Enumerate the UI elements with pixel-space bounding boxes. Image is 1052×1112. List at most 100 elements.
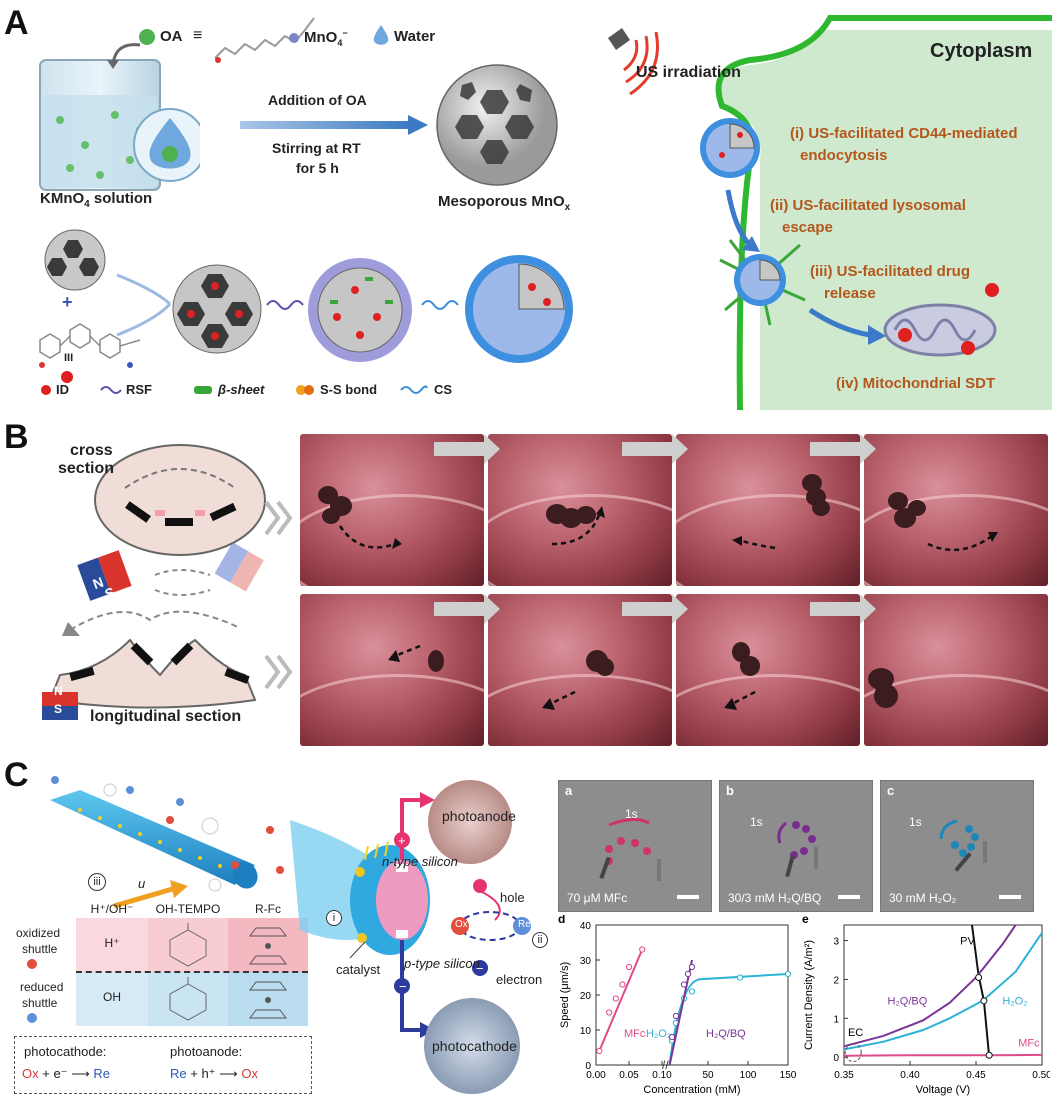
meso-label: Mesoporous MnOx bbox=[438, 193, 571, 213]
step-ii-label: (ii) US-facilitated lysosomal bbox=[770, 197, 966, 214]
y-axis-label: Current Density (A/m²) bbox=[803, 940, 815, 1050]
series-label-mfc: MFc bbox=[624, 1028, 646, 1040]
micrograph-a: a 1s 70 μM MFc bbox=[558, 780, 712, 912]
fc-red-structure bbox=[249, 981, 287, 1019]
re-dot-icon bbox=[27, 1013, 37, 1023]
x-axis-label: Voltage (V) bbox=[916, 1084, 970, 1096]
y-tick-label: 1 bbox=[833, 1014, 839, 1025]
longitudinal-label: longitudinal section bbox=[90, 708, 242, 725]
y-axis-label: Speed (μm/s) bbox=[559, 962, 571, 1028]
tempo-ox-structure bbox=[169, 923, 207, 967]
row-shuttle-1: shuttle bbox=[22, 942, 58, 956]
x-tick-label: 0.10 bbox=[652, 1070, 672, 1081]
operating-point bbox=[975, 974, 983, 981]
series-label-pv: PV bbox=[960, 935, 975, 947]
legend-equiv: ≡ bbox=[193, 27, 203, 44]
data-point-h2o2 bbox=[736, 974, 744, 981]
anode-label: photoanode: bbox=[170, 1044, 243, 1059]
label-i: i bbox=[326, 910, 342, 926]
x-tick-label: 0.40 bbox=[900, 1070, 920, 1081]
annotation-ec: EC bbox=[848, 1027, 863, 1039]
photocathode-label: photocathode bbox=[432, 1038, 517, 1054]
mno4-icon bbox=[289, 33, 299, 43]
step-time: for 5 h bbox=[296, 160, 339, 176]
series-line-pv bbox=[971, 924, 991, 1058]
legend-cs: CS bbox=[434, 382, 453, 397]
y-tick-label: 40 bbox=[580, 921, 592, 932]
data-point-h2qbq bbox=[680, 981, 688, 988]
legend-id-icon bbox=[41, 385, 51, 395]
step-iv-label: (iv) Mitochondrial SDT bbox=[836, 375, 996, 392]
series-line-h2qbq bbox=[668, 959, 693, 1066]
x-tick-label: 50 bbox=[702, 1070, 714, 1081]
photoanode-label: photoanode bbox=[442, 808, 516, 824]
step-addition: Addition of OA bbox=[268, 92, 367, 108]
re-label: Re bbox=[518, 919, 531, 930]
operating-point bbox=[985, 1051, 993, 1059]
u-direction-arrow bbox=[113, 880, 188, 909]
step-iii-label: (iii) US-facilitated drug bbox=[810, 263, 971, 280]
data-point-mfc bbox=[639, 946, 646, 953]
series-line-hqbq bbox=[843, 924, 1017, 1048]
x-tick-label: 0.35 bbox=[834, 1070, 854, 1081]
series-line-mfc bbox=[598, 949, 644, 1052]
y-tick-label: 0 bbox=[833, 1053, 839, 1064]
legend-ss-icon bbox=[296, 385, 314, 395]
chart-letter-d: d bbox=[558, 915, 565, 926]
photo-overlay-arrows bbox=[338, 434, 998, 552]
mno-small-sphere bbox=[44, 229, 106, 291]
chart-letter-e: e bbox=[802, 915, 809, 926]
magnet-n-2: N bbox=[54, 684, 63, 698]
cathode-label: photocathode: bbox=[24, 1044, 107, 1059]
label-iii: iii bbox=[88, 873, 106, 891]
beaker-illustration bbox=[39, 59, 200, 191]
table-cell-oxidized-h bbox=[76, 918, 148, 972]
fc-ox-structure bbox=[249, 927, 287, 965]
data-point-mfc bbox=[612, 995, 619, 1002]
row-oxidized: oxidized bbox=[16, 926, 61, 940]
data-point-mfc bbox=[596, 1047, 603, 1055]
row-reduced: reduced bbox=[20, 980, 64, 994]
roman-iii-label: III bbox=[64, 352, 74, 364]
y-tick-label: 3 bbox=[833, 937, 839, 948]
endoscopy-photo bbox=[300, 594, 484, 746]
chevron-right-icon bbox=[264, 654, 293, 690]
legend-mno4: MnO4− bbox=[304, 28, 348, 48]
step-i2-label: endocytosis bbox=[800, 147, 888, 164]
series-label-ho: H₂O₂ bbox=[1002, 996, 1027, 1008]
operating-point bbox=[980, 997, 988, 1005]
cell-diagram bbox=[608, 15, 1052, 410]
table-header-tempo: OH-TEMPO bbox=[155, 902, 221, 916]
synthesis-arrow-icon bbox=[240, 115, 428, 135]
series-label-h2o2: H₂O₂ bbox=[646, 1028, 671, 1040]
series-label-mfc: MFc bbox=[1018, 1037, 1040, 1049]
series-line-ho bbox=[843, 932, 1043, 1051]
step-iii2-label: release bbox=[824, 285, 876, 302]
electron-label: electron bbox=[496, 972, 543, 987]
table-cell-reduced-oh bbox=[76, 972, 148, 1026]
oa-molecule-icon bbox=[139, 29, 155, 45]
data-point-h2qbq bbox=[688, 963, 696, 971]
panel-b-letter: B bbox=[4, 418, 29, 456]
rsf-wave-icon bbox=[266, 300, 304, 310]
u-label: u bbox=[138, 876, 146, 891]
x-tick-label: 0.00 bbox=[586, 1070, 606, 1081]
data-point-h2qbq bbox=[684, 970, 692, 978]
legend-rsf-icon bbox=[100, 386, 122, 394]
series-line-h2o2 bbox=[668, 973, 789, 1066]
step-ii2-label: escape bbox=[782, 219, 833, 236]
reactions-box bbox=[14, 1036, 312, 1094]
micrograph-b: b 1s 30/3 mM H₂Q/BQ bbox=[719, 780, 873, 912]
curved-arrow-icon bbox=[107, 43, 141, 69]
series-label-h2qbq: H₂Q/BQ bbox=[706, 1028, 746, 1040]
x-tick-label: 0.45 bbox=[966, 1070, 986, 1081]
legend-beta: β-sheet bbox=[218, 382, 265, 397]
nanorod-illustration bbox=[50, 776, 284, 892]
micromotor-schematic: + − − bbox=[290, 780, 531, 1094]
photo-overlay-arrows-2 bbox=[388, 594, 876, 710]
legend-beta-icon bbox=[194, 386, 212, 394]
rsf-coated-sphere bbox=[308, 258, 412, 362]
data-point-mfc bbox=[625, 963, 633, 971]
row-shuttle-2: shuttle bbox=[22, 996, 58, 1010]
cross-label: cross bbox=[70, 442, 113, 459]
